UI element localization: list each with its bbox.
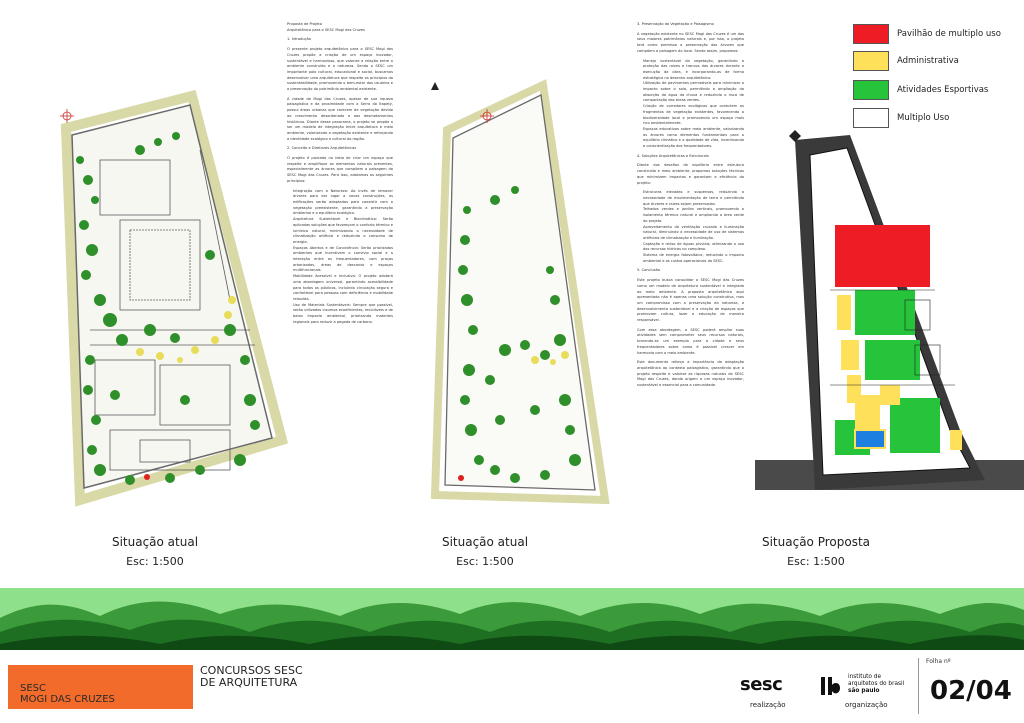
legend-swatch <box>853 51 889 71</box>
iab-line-2: arquitetos do brasil <box>848 680 905 687</box>
site-plan-existing-detailed <box>60 89 289 507</box>
legend-label: Multiplo Uso <box>897 113 950 123</box>
vegetation-trees-yellow <box>531 351 569 365</box>
section-title: 4. Soluções Arquitetônicas e Estruturais <box>637 153 709 158</box>
paragraph: Este projeto busca consolidar o SESC Mog… <box>637 278 744 323</box>
list-item: Espaços educativos sobre meio ambiente, … <box>643 127 744 150</box>
list-item: Criação de corredores ecológicos que con… <box>643 104 744 127</box>
paragraph: A vegetação existente no SESC Mogi das C… <box>637 31 744 53</box>
doc-subheading: Arquitetônico para o SESC Mogi das Cruze… <box>287 27 365 32</box>
iab-logo-icon <box>820 675 842 697</box>
sesc-logo-text: sesc <box>740 674 783 695</box>
sesc-logo: sesc <box>740 674 783 695</box>
badge-line-2: MOGI DAS CRUZES <box>20 694 115 705</box>
site-plan-existing-vegetation <box>430 79 610 505</box>
list-item: Espaços Abertos e de Convivência: Serão … <box>293 246 393 275</box>
principles-list: Integração com a Natureza: Ao invés de r… <box>287 189 393 326</box>
plan-scale: Esc: 1:500 <box>456 555 514 568</box>
legend-item-multiuse: Multiplo Uso <box>853 108 949 128</box>
list-item: Captação e reúso de águas pluviais, otim… <box>643 242 744 253</box>
section-title: 1. Introdução <box>287 37 311 42</box>
project-badge <box>8 665 193 709</box>
sheet-number: 02/04 <box>930 676 1012 706</box>
plan-caption-1: Situação atual Esc: 1:500 <box>90 533 220 571</box>
zone-sports <box>835 290 940 455</box>
list-item: Manejo sustentável da vegetação, garanti… <box>643 59 744 82</box>
list-item: Utilização de pavimentos permeáveis para… <box>643 81 744 104</box>
text-column-2: 3. Preservação da Vegetação e Paisagismo… <box>637 22 744 602</box>
existing-trees-yellow <box>136 296 236 363</box>
north-arrow-icon <box>789 130 801 142</box>
list-item: Estruturas elevadas e suspensas, reduzin… <box>643 190 744 207</box>
legend-swatch <box>853 24 889 44</box>
contest-line-1: CONCURSOS SESC <box>200 664 303 677</box>
paragraph: O projeto é pautado na ideia de criar um… <box>287 156 393 183</box>
plan-caption-2: Situação atual Esc: 1:500 <box>420 533 550 571</box>
vegetation-trees <box>458 186 581 483</box>
contest-line-2: DE ARQUITETURA <box>200 676 298 689</box>
paragraph: O presente projeto arquitetônico para o … <box>287 47 393 92</box>
plan-title: Situação Proposta <box>761 535 871 549</box>
legend-swatch <box>853 108 889 128</box>
list-item: Telhados verdes e jardins verticais, pro… <box>643 207 744 224</box>
legend-label: Administrativa <box>897 56 959 66</box>
landscape-band <box>0 588 1024 650</box>
paragraph: Com essa abordagem, o SESC poderá amplia… <box>637 327 744 355</box>
plan-caption-3: Situação Proposta Esc: 1:500 <box>746 533 886 571</box>
paragraph: Este documento reforça a importância da … <box>637 360 744 388</box>
vegetation-list: Manejo sustentável da vegetação, garanti… <box>637 59 744 150</box>
contest-title: CONCURSOS SESC DE ARQUITETURA <box>200 665 303 689</box>
section-title: 5. Conclusão <box>637 268 661 273</box>
site-plan-proposed <box>755 130 1024 530</box>
compass-icon <box>431 82 439 90</box>
iab-line-3: são paulo <box>848 687 880 694</box>
plan-scale: Esc: 1:500 <box>787 555 845 568</box>
organizacao-label: organização <box>845 701 888 709</box>
paragraph: A cidade de Mogi das Cruzes, apesar de s… <box>287 96 393 141</box>
legend-label: Pavilhão de multiplo uso <box>897 29 1001 39</box>
north-arrow-icon <box>60 109 74 123</box>
doc-heading: Proposta de Projeto <box>287 22 322 26</box>
iab-logo-text: instituto de arquitetos do brasil são pa… <box>848 674 904 694</box>
list-item: Sistema de energia fotovoltaica, reduzin… <box>643 253 744 264</box>
list-item: Mobilidade Acessível e Inclusiva: O proj… <box>293 274 393 303</box>
legend-swatch <box>853 80 889 100</box>
list-item: Integração com a Natureza: Ao invés de r… <box>293 189 393 218</box>
legend-item-pavilion: Pavilhão de multiplo uso <box>853 24 1001 44</box>
solutions-list: Estruturas elevadas e suspensas, reduzin… <box>637 190 744 264</box>
plan-scale: Esc: 1:500 <box>126 555 184 568</box>
text-column-1: Proposta de Projeto Arquitetônico para o… <box>287 22 393 502</box>
sheet-label: Folha nº <box>926 658 951 665</box>
zone-pool <box>854 429 886 449</box>
existing-buildings <box>90 149 255 471</box>
list-item: Arquitetura Sustentável e Bioclimática: … <box>293 217 393 246</box>
section-title: 3. Preservação da Vegetação e Paisagismo <box>637 22 714 26</box>
list-item: Aproveitamento da ventilação cruzada e i… <box>643 225 744 242</box>
iab-line-1: instituto de <box>848 674 882 680</box>
existing-trees <box>76 132 260 485</box>
plan-title: Situação atual <box>441 535 529 549</box>
legend-item-admin: Administrativa <box>853 51 959 71</box>
list-item: Uso de Materiais Sustentáveis: Sempre qu… <box>293 303 393 326</box>
paragraph: Diante dos desafios de equilíbrio entre … <box>637 163 744 185</box>
zone-pavilion <box>835 225 930 287</box>
plan-title: Situação atual <box>111 535 199 549</box>
project-name: SESC MOGI DAS CRUZES <box>20 683 115 705</box>
realizacao-label: realização <box>750 701 786 709</box>
proposed-structure-lines <box>830 289 955 386</box>
legend-item-sports: Atividades Esportivas <box>853 80 988 100</box>
legend-label: Atividades Esportivas <box>897 85 989 95</box>
badge-line-1: SESC <box>20 683 46 694</box>
north-arrow-icon <box>480 109 494 123</box>
footer-divider <box>918 658 919 714</box>
section-title: 2. Conceito e Diretrizes Arquitetônicas <box>287 146 357 151</box>
